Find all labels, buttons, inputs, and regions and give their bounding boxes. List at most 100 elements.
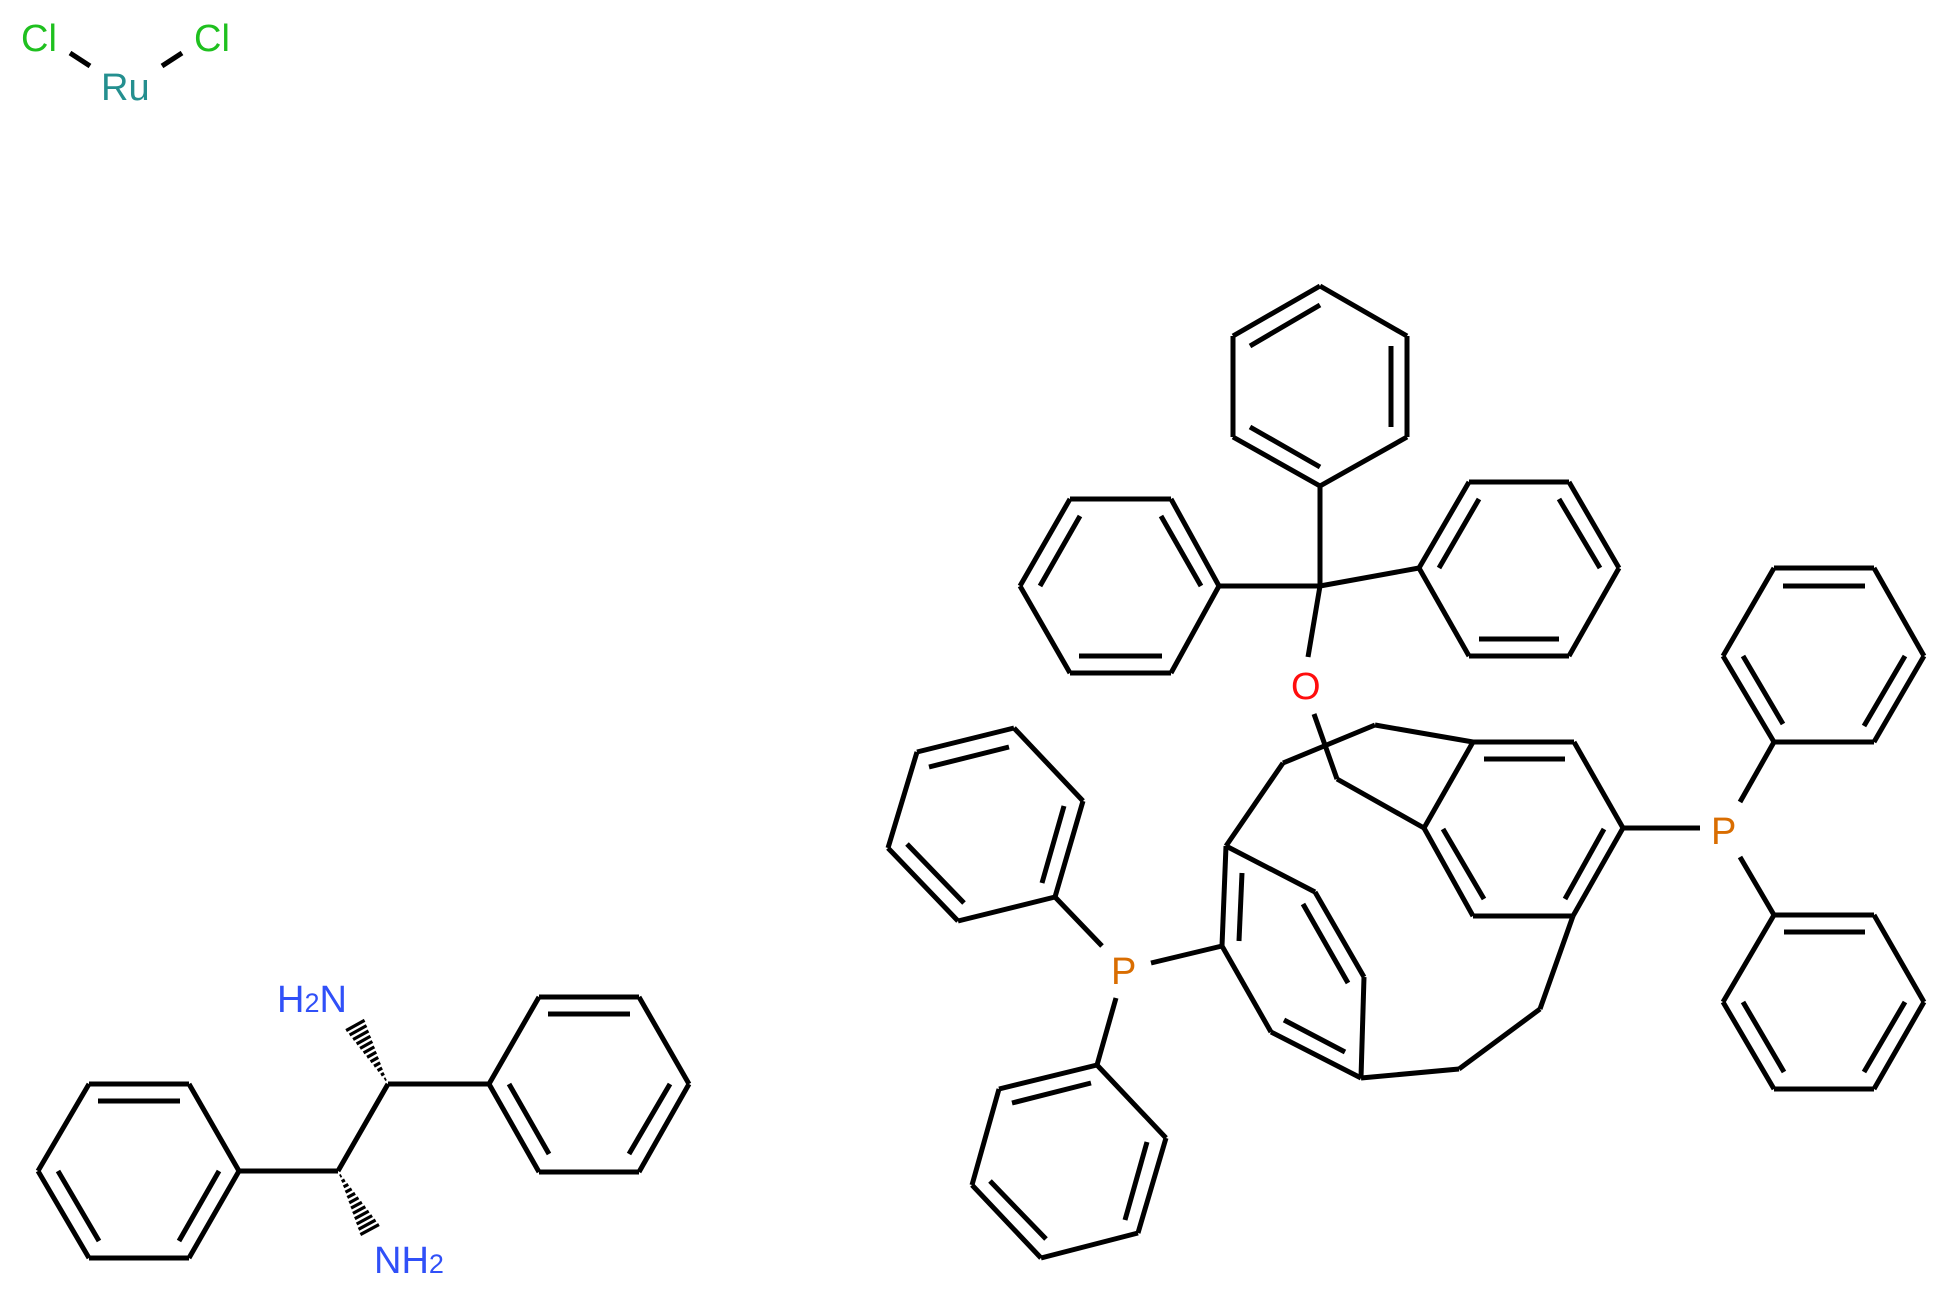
bond-line [55,1169,102,1243]
bond-line [1457,1006,1542,1072]
bond-line [1011,1080,1092,1106]
bond-line [1720,913,1777,1004]
bond-line [1556,497,1603,570]
bond-line [1871,913,1927,1004]
bond-line [1231,434,1322,489]
bond-line [1360,1066,1460,1081]
oxygen-atom: O [1291,666,1321,708]
bond-line [35,1082,92,1173]
bond-line [1566,566,1622,658]
bond-line [486,995,542,1086]
bond-line [1300,902,1351,985]
bond-line [1224,843,1317,895]
bond-line [1269,1029,1363,1081]
bond-line [1566,480,1622,570]
bonds-layer [35,50,1927,1261]
bond-line [916,725,1015,755]
bond-line [1231,283,1322,339]
bond-line [1436,497,1482,570]
bond-line [1017,584,1073,675]
bond-line [1416,480,1472,570]
bond-line [1053,895,1104,948]
hashed-wedge-lower-nh2 [339,1174,380,1236]
bond-line [486,1082,542,1174]
bond-line [957,894,1056,924]
bond-line [1305,585,1323,658]
bond-line [1095,1063,1168,1140]
bond-line [1158,514,1204,588]
bond-line [176,1169,222,1243]
bond-line [1570,826,1626,918]
bond-line [1562,827,1607,901]
bond-line [1720,654,1777,744]
phosphorus-atom-left: P [1111,951,1136,993]
chlorine-atom-left: Cl [21,18,57,60]
bond-line [1720,1000,1777,1091]
bond-line [1219,944,1274,1034]
bond-line [35,1169,92,1260]
bond-line [928,744,1010,770]
bond-line [1282,722,1376,766]
bond-line [970,1183,1043,1260]
bond-line [68,50,92,69]
bond-line [1219,845,1229,947]
bond-line [1312,890,1367,979]
bond-line [636,995,692,1086]
bond-line [506,1082,552,1156]
bond-line [969,1088,1002,1186]
bond-line [1740,654,1786,726]
bond-line [1737,740,1777,804]
bond-line [1282,1017,1347,1055]
bond-line [1319,565,1420,589]
bond-line [1871,1000,1927,1091]
bond-line [1720,566,1777,658]
bond-line [1318,283,1409,339]
bond-line [1236,872,1245,942]
bond-line [1168,497,1222,588]
bond-line [905,842,966,905]
bond-line [1416,566,1472,658]
bond-line [1374,722,1474,745]
bond-line [1358,976,1367,1079]
phosphorus-atom-right: P [1711,811,1736,853]
hashed-wedge-upper-nh2 [345,1018,387,1081]
bond-line [1871,654,1927,744]
bond-line [160,50,184,69]
bond-line [1740,1000,1787,1074]
amine-nh2-upper: H2N [277,979,347,1021]
bond-line [1335,776,1426,831]
bond-line [885,751,920,849]
bond-line [636,1082,692,1174]
bond-line [1248,302,1322,349]
bond-line [1537,915,1576,1010]
bond-line [1861,654,1908,728]
bond-line [1039,805,1067,884]
bond-line [1421,740,1476,830]
bond-line [1012,726,1085,803]
bond-line [1737,855,1777,917]
bond-line [1223,761,1286,848]
bond-line [1052,800,1086,898]
bond-line [1135,1137,1169,1234]
bond-line [1094,997,1119,1066]
bond-line [1168,584,1222,675]
chlorine-atom-right: Cl [194,18,230,60]
bond-line [1122,1141,1150,1221]
bond-line [626,1082,673,1156]
bond-line [1871,566,1927,658]
bond-line [186,1169,242,1260]
bond-line [186,1082,242,1173]
bond-line [1150,943,1223,966]
bond-line [1440,827,1487,901]
bond-line [1318,434,1409,489]
bond-line [1421,826,1476,918]
amine-nh2-lower: NH2 [374,1240,444,1282]
stereo-wedges-layer [339,1018,387,1236]
bond-line [886,846,960,923]
bond-line [998,1062,1098,1092]
ruthenium-atom: Ru [101,67,150,109]
bond-line [1017,497,1073,588]
bond-line [1248,424,1322,470]
